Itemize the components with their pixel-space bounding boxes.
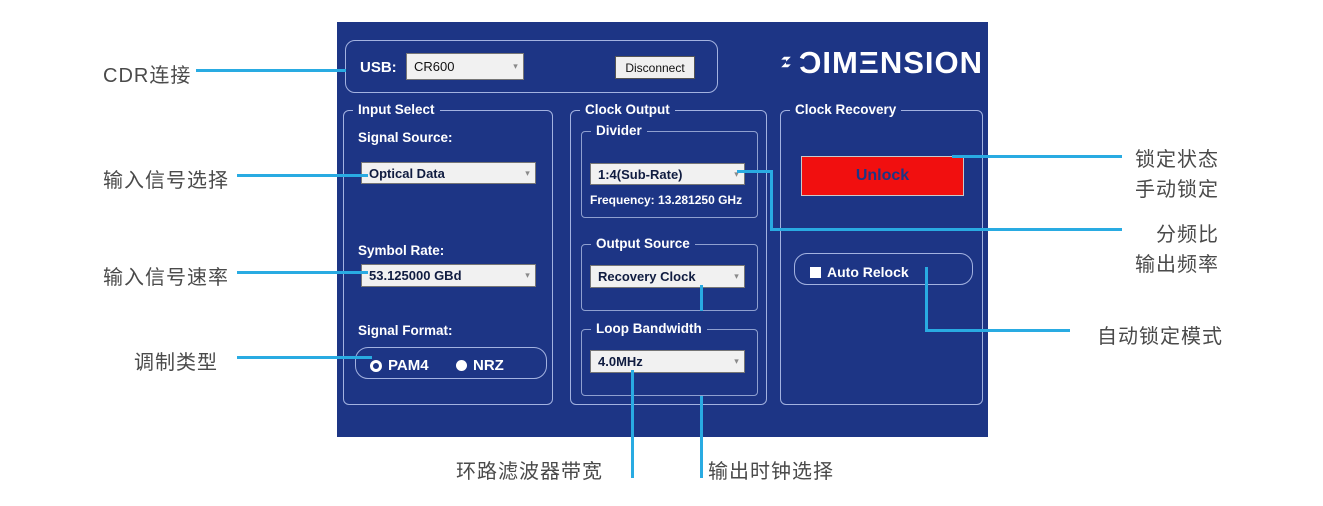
symbol-rate-label: Symbol Rate: [358, 243, 445, 258]
auto-relock-checkbox[interactable] [810, 266, 821, 278]
anno-input-signal-select: 输入信号选择 [103, 170, 229, 192]
radio-pam4[interactable]: PAM4 [370, 357, 429, 374]
signal-source-value: Optical Data [369, 165, 445, 181]
signal-format-label: Signal Format: [358, 323, 453, 338]
clock-output-group: Clock Output Divider 1:4(Sub-Rate) ▾ Fre… [570, 102, 767, 405]
leader-line-divider-v [770, 170, 773, 231]
dimension-logo: ƆIMΞNSION [781, 34, 983, 90]
output-source-value: Recovery Clock [598, 269, 696, 284]
chevron-down-icon: ▾ [525, 270, 530, 280]
dimension-logo-icon [781, 56, 791, 68]
chevron-down-icon: ▾ [734, 168, 739, 179]
dimension-logo-text: ƆIMΞNSION [799, 44, 983, 80]
leader-line-autorelock-v [925, 267, 928, 332]
loop-bandwidth-title: Loop Bandwidth [591, 321, 707, 336]
chevron-down-icon: ▾ [734, 271, 739, 281]
anno-auto-lock-mode: 自动锁定模式 [1097, 326, 1223, 348]
usb-device-dropdown[interactable]: CR600 ▾ [406, 53, 524, 80]
leader-line-loop-bandwidth [631, 370, 634, 478]
leader-line-autorelock-h [925, 329, 1070, 332]
anno-input-signal-rate: 输入信号速率 [103, 267, 229, 289]
leader-line-divider-h2 [770, 228, 1122, 231]
anno-loop-filter-bandwidth: 环路滤波器带宽 [456, 461, 603, 483]
clock-recovery-title: Clock Recovery [790, 102, 902, 117]
loop-bandwidth-value: 4.0MHz [598, 354, 643, 369]
input-select-title: Input Select [353, 102, 440, 117]
leader-line-signal-source [237, 174, 368, 177]
auto-relock-label: Auto Relock [827, 264, 909, 280]
radio-nrz[interactable]: NRZ [456, 357, 504, 374]
loop-bandwidth-subgroup: Loop Bandwidth 4.0MHz ▾ [581, 321, 758, 396]
radio-dot-icon [456, 360, 467, 371]
usb-device-value: CR600 [414, 59, 455, 74]
anno-manual-lock: 手动锁定 [1135, 179, 1219, 201]
chevron-down-icon: ▾ [525, 167, 530, 178]
chevron-down-icon: ▾ [513, 61, 518, 71]
leader-line-cdr [196, 69, 346, 72]
leader-line-symbol-rate [237, 271, 368, 274]
output-source-subgroup: Output Source Recovery Clock ▾ [581, 236, 758, 311]
symbol-rate-value: 53.125000 GBd [369, 268, 462, 283]
output-source-title: Output Source [591, 236, 695, 251]
anno-cdr-connect: CDR连接 [103, 65, 192, 87]
disconnect-button[interactable]: Disconnect [615, 56, 695, 79]
symbol-rate-dropdown[interactable]: 53.125000 GBd ▾ [361, 264, 536, 287]
divider-title: Divider [591, 123, 647, 138]
leader-line-output-source-lower [700, 396, 703, 478]
anno-output-frequency: 输出频率 [1135, 254, 1219, 276]
divider-value: 1:4(Sub-Rate) [598, 166, 683, 182]
divider-frequency-readout: Frequency: 13.281250 GHz [590, 193, 743, 207]
signal-format-box: PAM4 NRZ [355, 347, 547, 379]
usb-label: USB: [360, 59, 397, 76]
leader-line-lock-status [952, 155, 1122, 158]
chevron-down-icon: ▾ [734, 356, 739, 366]
usb-group: USB: CR600 ▾ Disconnect [345, 40, 718, 93]
anno-lock-status: 锁定状态 [1135, 149, 1219, 171]
unlock-button[interactable]: Unlock [801, 156, 964, 196]
radio-nrz-label: NRZ [473, 357, 504, 374]
clock-output-title: Clock Output [580, 102, 675, 117]
input-select-group: Input Select Signal Source: Optical Data… [343, 102, 553, 405]
anno-modulation-type: 调制类型 [134, 352, 218, 374]
loop-bandwidth-dropdown[interactable]: 4.0MHz ▾ [590, 350, 745, 373]
radio-selected-icon [370, 359, 382, 372]
signal-source-label: Signal Source: [358, 130, 453, 145]
leader-line-output-source-upper [700, 285, 703, 311]
radio-pam4-label: PAM4 [388, 357, 429, 374]
signal-source-dropdown[interactable]: Optical Data ▾ [361, 162, 536, 184]
anno-divider-ratio: 分频比 [1156, 224, 1219, 246]
leader-line-divider-h1 [737, 170, 773, 173]
anno-output-clock-select: 输出时钟选择 [708, 461, 834, 483]
leader-line-modulation [237, 356, 372, 359]
divider-subgroup: Divider 1:4(Sub-Rate) ▾ Frequency: 13.28… [581, 123, 758, 218]
auto-relock-box[interactable]: Auto Relock [794, 253, 973, 285]
divider-dropdown[interactable]: 1:4(Sub-Rate) ▾ [590, 163, 745, 185]
output-source-dropdown[interactable]: Recovery Clock ▾ [590, 265, 745, 288]
clock-recovery-group: Clock Recovery Unlock Auto Relock [780, 102, 983, 405]
